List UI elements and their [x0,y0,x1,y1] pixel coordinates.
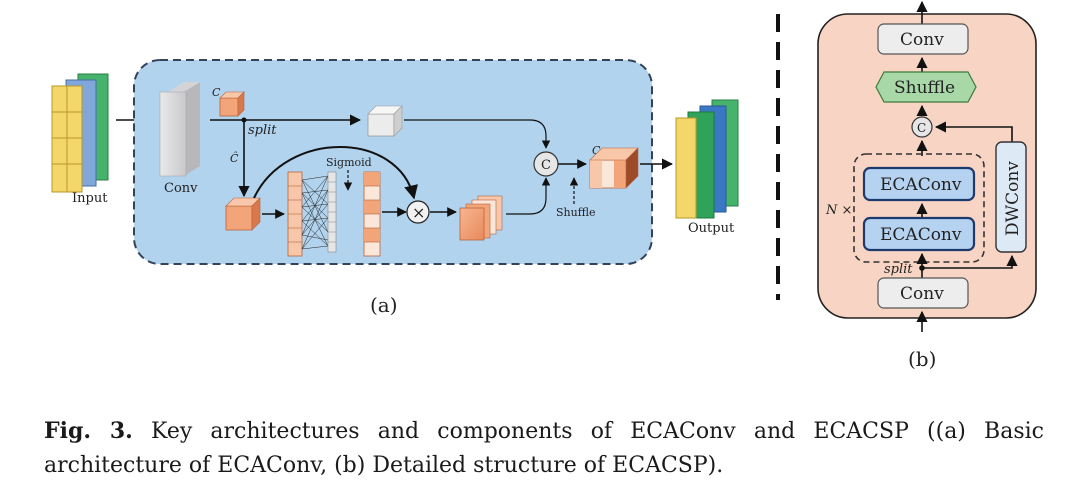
c-hat-label: Ĉ [230,151,239,165]
ecaconv-lower-label: ECAConv [880,225,962,245]
dwconv-box [995,141,1027,253]
shuffle-b-label: Shuffle [894,78,955,98]
conv-top-box [877,23,969,55]
multiply-symbol: × [412,203,425,222]
conv-label: Conv [164,181,198,196]
c-out-label: C [592,144,601,157]
figure-caption: Fig. 3. Key architectures and components… [44,414,1044,483]
sigmoid-label: Sigmoid [326,156,372,169]
dwconv-label: DWConv [1003,161,1023,236]
conv-block [159,82,200,177]
shuffle-label: Shuffle [556,206,596,219]
conv-top-label: Conv [900,30,944,50]
conv-bottom-box [877,277,969,309]
split-label: split [248,123,277,138]
fc-connections [301,175,329,250]
concat-b-symbol: C [917,121,926,135]
ecaconv-container [133,59,653,265]
concat-node: C [533,151,559,177]
multiply-node: × [406,200,430,224]
input-tensor-icon [51,73,109,193]
subfig-b-label: (b) [908,347,936,371]
concat-b-node: C [911,116,933,138]
output-label: Output [688,221,735,236]
figure-diagram: Input Conv C split [51,0,1037,371]
subfig-a-label: (a) [370,293,398,317]
vector-column-3 [363,171,381,257]
salmon-cube [225,197,261,231]
concat-symbol: C [541,158,551,173]
shuffled-cube [589,147,639,189]
shuffle-hexagon [875,71,977,103]
split-b-label: split [884,262,913,277]
caption-prefix: Fig. 3. [44,418,133,444]
diagram-b: Conv Shuffle C N × ECAConv ECAConv DWCon… [817,0,1037,371]
conv-bottom-label: Conv [900,284,944,304]
vector-column-2 [327,171,337,253]
caption-text: Key architectures and components of ECAC… [44,419,1044,478]
c-feature-cube [219,91,245,117]
vector-column-1 [287,171,303,257]
output-tensor-icon [675,99,739,219]
grey-cube [367,105,403,137]
input-label: Input [72,191,108,206]
diagram-a: Input Conv C split [51,59,739,317]
ecaconv-upper-box [862,166,976,202]
ecaconv-upper-label: ECAConv [880,175,962,195]
ecaconv-lower-box [862,216,976,252]
c-label: C [212,86,221,99]
weighted-feature-stack [459,195,503,241]
repeat-label: N × [825,203,852,218]
